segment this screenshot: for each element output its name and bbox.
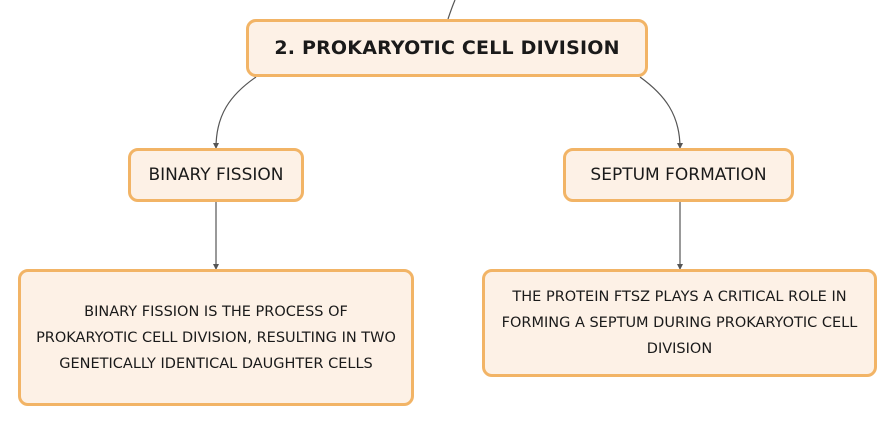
root-node-label: 2. PROKARYOTIC CELL DIVISION <box>274 37 620 59</box>
branch-node-label: BINARY FISSION <box>148 165 284 185</box>
branch-node-binary-fission[interactable]: BINARY FISSION <box>128 148 304 202</box>
connector-root-to-septum-formation <box>639 76 683 149</box>
detail-node-septum-formation[interactable]: THE PROTEIN FTSZ PLAYS A CRITICAL ROLE I… <box>482 269 877 377</box>
branch-node-septum-formation[interactable]: SEPTUM FORMATION <box>563 148 794 202</box>
root-node[interactable]: 2. PROKARYOTIC CELL DIVISION <box>246 19 648 77</box>
detail-node-text: BINARY FISSION IS THE PROCESS OF PROKARY… <box>36 303 396 372</box>
detail-node-text: THE PROTEIN FTSZ PLAYS A CRITICAL ROLE I… <box>501 289 858 357</box>
connector-root-to-binary-fission <box>213 76 257 149</box>
detail-node-binary-fission[interactable]: BINARY FISSION IS THE PROCESS OF PROKARY… <box>18 269 414 406</box>
branch-node-label: SEPTUM FORMATION <box>590 165 767 185</box>
connector-incoming <box>447 0 456 20</box>
